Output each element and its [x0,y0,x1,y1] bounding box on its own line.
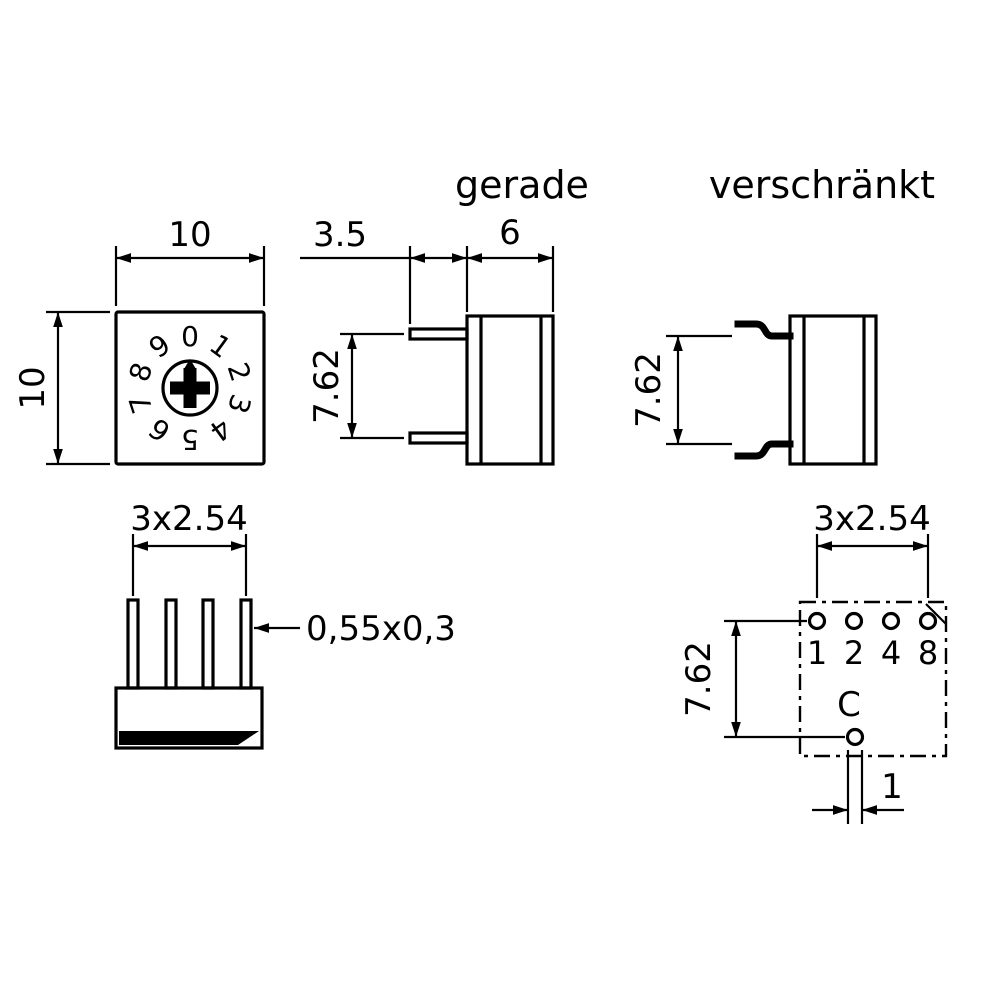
side-view-staggered: 7.62 [629,314,878,466]
footprint-outline [798,600,948,758]
body-base-band [119,731,259,745]
front-height-label: 10 [13,366,53,409]
pin-spacing-dimension-straight: 7.62 [307,332,404,440]
switch-body-side [788,314,878,466]
pad-4 [881,611,901,631]
side-view-straight: 3.5 6 7.62 [300,213,555,466]
dial-digit-6: 6 [143,411,177,448]
dial-digit-0: 0 [181,320,199,353]
pad-2 [844,611,864,631]
dial-digit-4: 4 [203,411,237,448]
pin-pitch-label-bottom: 3x2.54 [130,499,247,539]
row-spacing-label: 7.62 [679,641,719,717]
pin-pitch-label-layout: 3x2.54 [813,499,930,539]
dial-digit-8: 8 [123,358,160,385]
pin-spacing-label-straight: 7.62 [307,348,347,424]
pin-spacing-label-staggered: 7.62 [629,352,669,428]
pad-width-dimension: 1 [812,750,904,824]
pad-label-1: 1 [807,634,827,672]
pin-pitch-dimension-layout: 3x2.54 [813,499,931,598]
switch-body-bottom [114,686,264,750]
pin-cross-section-label: 0,55x0,3 [306,609,456,649]
staggered-pin-top [734,320,794,340]
dial-digit-5: 5 [181,423,199,456]
dial-digit-2: 2 [221,358,258,385]
rotor-pointer-icon [184,359,196,369]
pin-layout-view: 1 2 4 8 C 3x2.54 7.62 1 [679,499,948,824]
pad-width-label: 1 [881,767,903,807]
pad-label-2: 2 [844,634,864,672]
title-staggered-pins: verschränkt [709,163,935,207]
front-width-dimension: 10 [114,215,266,306]
straight-pin-top [408,327,469,341]
pin-1 [126,598,140,690]
pad-label-8: 8 [918,634,938,672]
pin-length-label: 3.5 [313,215,367,255]
straight-pin-bottom [408,431,469,445]
pin-cross-section-callout: 0,55x0,3 [254,609,456,649]
pin-pitch-dimension-bottom: 3x2.54 [130,499,248,596]
staggered-pin-bottom [734,440,794,460]
body-base-notch [238,731,259,745]
body-depth-label: 6 [499,213,521,253]
switch-body-front [114,310,266,466]
dial-digit-1: 1 [203,328,237,365]
dial-digit-7: 7 [123,390,160,417]
pad-common [845,727,865,747]
screwdriver-cross-slot-icon [170,368,210,408]
bottom-view: 3x2.54 0,55x0,3 [114,499,456,750]
pin-4 [239,598,253,690]
front-width-label: 10 [168,215,211,255]
front-height-dimension: 10 [13,310,110,466]
pad-label-4: 4 [881,634,901,672]
pin-spacing-dimension-staggered: 7.62 [629,334,732,446]
body-depth-dimension: 6 [467,213,555,312]
pin-length-dimension: 3.5 [300,215,469,324]
pin-2 [164,598,178,690]
row-spacing-dimension: 7.62 [679,619,845,739]
switch-body-side [465,314,555,466]
front-view: 0 1 2 3 4 5 6 7 8 9 10 10 [13,215,266,466]
pin-3 [201,598,215,690]
corner-mark-line [925,603,947,625]
dial-digit-3: 3 [221,390,258,417]
pad-1 [807,611,827,631]
pad-8 [918,611,938,631]
dial-digit-9: 9 [143,328,177,365]
title-straight-pins: gerade [455,163,589,207]
pad-label-common: C [837,685,861,725]
